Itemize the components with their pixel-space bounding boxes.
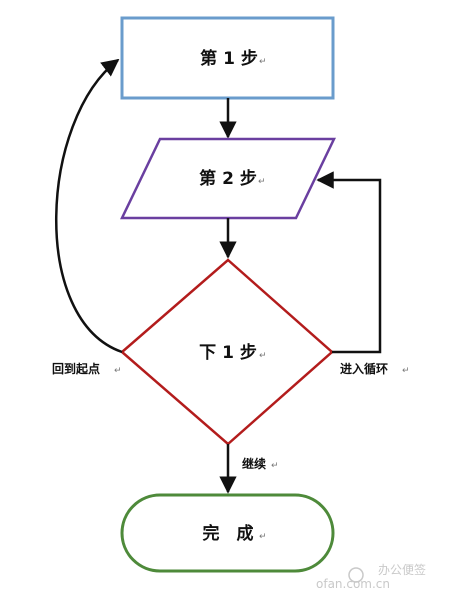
step2-box [120,137,336,220]
watermark: ofan.com.cn 办公便签 [316,562,426,591]
step1-box [120,16,335,100]
watermark-url: ofan.com.cn [316,577,390,591]
step1-label: 第 1 步 [200,48,258,69]
loop-connector [316,171,382,354]
back-to-start-return-mark: ↵ [114,366,122,376]
back-to-start-label: 回到起点 [52,361,100,376]
done-label: 完 成 [203,523,254,544]
loop-return-mark: ↵ [402,366,410,376]
watermark-brand: 办公便签 [378,562,426,577]
next1-return-mark: ↵ [259,351,267,361]
watermark-logo-icon [348,567,364,583]
step1-return-mark: ↵ [259,57,267,67]
back-to-start-connector [55,58,123,354]
continue-return-mark: ↵ [271,461,279,471]
loop-label: 进入循环 [340,361,388,376]
step2-return-mark: ↵ [258,177,266,187]
continue-label: 继续 [242,456,266,471]
done-return-mark: ↵ [259,532,267,542]
step2-label: 第 2 步 [199,168,257,189]
next1-label: 下 1 步 [199,342,257,363]
done-terminator [120,493,335,573]
